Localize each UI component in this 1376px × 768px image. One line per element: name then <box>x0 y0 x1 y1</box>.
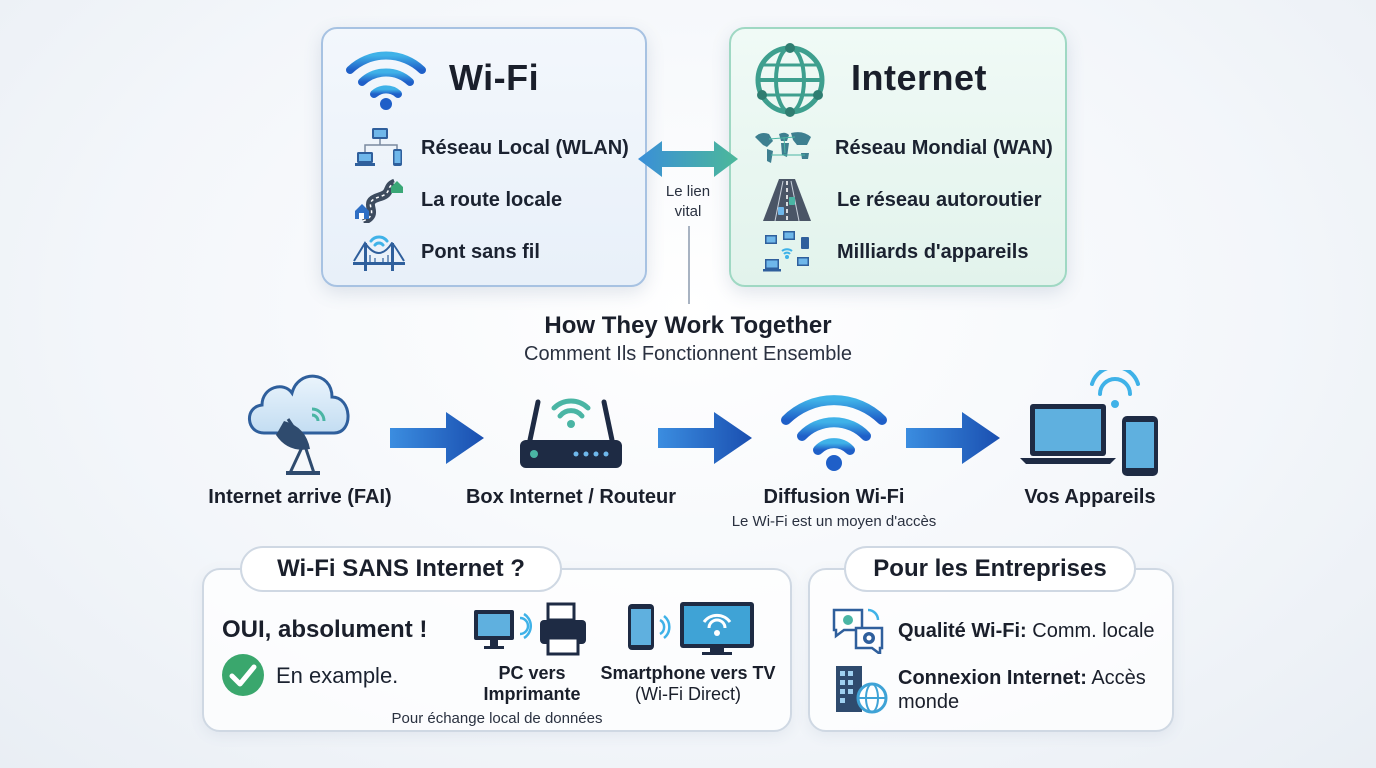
link-label-line1: Le lien <box>665 183 711 200</box>
internet-item-highway: Le réseau autoroutier <box>761 177 1042 223</box>
wifi-item-wlan: Réseau Local (WLAN) <box>353 125 629 171</box>
no-internet-note: Pour échange local de données <box>391 710 603 727</box>
business-item-quality: Qualité Wi-Fi: Comm. locale <box>898 620 1155 643</box>
wifi-item-road-label: La route locale <box>421 188 563 211</box>
wifi-item-bridge: Pont sans fil <box>353 229 540 275</box>
business-item-connection-strong: Connexion Internet: <box>898 667 1087 689</box>
internet-item-wan: Réseau Mondial (WAN) <box>751 125 1053 171</box>
double-arrow-icon <box>638 141 738 177</box>
building-globe-icon <box>836 666 888 714</box>
section-subtitle: Comment Ils Fonctionnent Ensemble <box>524 343 852 365</box>
wifi-item-wlan-label: Réseau Local (WLAN) <box>421 136 629 159</box>
bridge-icon <box>353 235 405 271</box>
section-title: How They Work Together <box>544 312 832 339</box>
link-label-line2: vital <box>674 203 702 220</box>
flow-arrow-icon <box>658 412 752 464</box>
internet-item-highway-label: Le réseau autoroutier <box>837 188 1042 211</box>
highway-icon <box>763 179 811 222</box>
router-icon <box>520 398 622 468</box>
globe-network-icon <box>755 43 825 117</box>
business-pill: Pour les Entreprises <box>844 546 1136 592</box>
no-internet-example: En example. <box>276 663 399 688</box>
laptop-phone-icon <box>1020 370 1158 476</box>
pc-printer-line1: PC vers <box>498 663 566 683</box>
wifi-card: Wi-Fi Réseau Local (WLAN) La route local… <box>321 27 647 287</box>
link-connector-line <box>688 226 690 304</box>
phone-tv-icon <box>628 602 754 655</box>
flow-step-isp-label: Internet arrive (FAI) <box>208 486 392 508</box>
business-item-connection-text: Accès <box>1086 667 1146 689</box>
phone-tv-label: Smartphone vers TV (Wi-Fi Direct) <box>596 663 780 705</box>
internet-item-devices: Milliards d'appareils <box>761 229 1028 275</box>
business-item-connection: Connexion Internet: Accès monde <box>898 666 1146 714</box>
local-road-icon <box>355 178 403 223</box>
internet-item-wan-label: Réseau Mondial (WAN) <box>835 136 1053 159</box>
flow-step-router-label: Box Internet / Routeur <box>465 486 676 508</box>
internet-card: Internet Réseau Mondial (WAN) Le réseau … <box>729 27 1067 287</box>
phone-tv-line2: (Wi-Fi Direct) <box>635 684 741 704</box>
wifi-card-title: Wi-Fi <box>449 57 540 98</box>
flow-arrow-icon <box>906 412 1000 464</box>
pc-printer-label: PC vers Imprimante <box>454 663 610 705</box>
flow-step-broadcast-note: Le Wi-Fi est un moyen d'accès <box>731 513 937 530</box>
check-icon <box>222 654 264 696</box>
internet-card-title: Internet <box>851 57 988 98</box>
pc-printer-line2: Imprimante <box>483 684 581 704</box>
cloud-satellite-icon <box>248 374 350 475</box>
wifi-broadcast-icon <box>781 395 887 471</box>
wifi-item-road: La route locale <box>353 177 562 223</box>
link-label: Le lien vital <box>638 182 738 222</box>
business-item-connection-text2: monde <box>898 691 960 713</box>
pc-printer-icon <box>474 602 586 656</box>
flow-step-devices-label: Vos Appareils <box>1024 486 1156 508</box>
business-item-quality-text: Comm. locale <box>1026 620 1155 642</box>
internet-item-devices-label: Milliards d'appareils <box>837 240 1029 263</box>
wifi-item-bridge-label: Pont sans fil <box>421 240 540 263</box>
wifi-icon <box>346 51 426 110</box>
no-internet-pill: Wi-Fi SANS Internet ? <box>240 546 562 592</box>
world-map-icon <box>755 132 811 163</box>
no-internet-answer: OUI, absolument ! <box>222 616 428 643</box>
flow-step-broadcast-label: Diffusion Wi-Fi <box>763 486 905 508</box>
flow-arrow-icon <box>390 412 484 464</box>
phone-tv-line1: Smartphone vers TV <box>600 663 776 683</box>
communication-gears-icon <box>832 608 884 654</box>
network-devices-icon <box>355 128 402 166</box>
business-item-quality-strong: Qualité Wi-Fi: <box>898 620 1027 642</box>
many-devices-icon <box>763 231 809 272</box>
